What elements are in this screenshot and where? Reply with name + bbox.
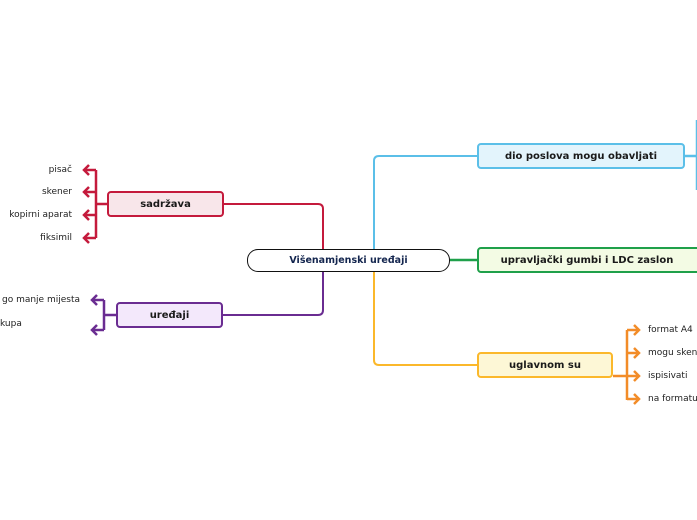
link-uredaji-trunk [102,300,116,330]
uredaji-arrows [90,294,104,336]
link-dio-poslova-trunk [685,120,697,190]
leaf-ispisivati[interactable]: ispisivati [648,371,688,381]
topic-uredaji-label: uređaji [149,309,190,321]
topic-uglavnom[interactable]: uglavnom su [477,352,613,378]
link-sadrzava-trunk [94,170,107,238]
uglavnom-arrows [627,324,641,405]
arrow-kupa [90,324,104,336]
central-topic-label: Višenamjenski uređaji [289,255,408,266]
arrow-format-a4 [627,324,641,336]
arrow-mogu-sken [627,347,641,359]
leaf-format-a4[interactable]: format A4 [648,325,693,335]
topic-dio-poslova-label: dio poslova mogu obavljati [504,150,658,162]
topic-sadrzava[interactable]: sadržava [107,191,224,217]
link-central-sadrzava [224,203,324,250]
arrow-mijesta [90,294,104,306]
arrow-pisac [82,164,96,176]
link-central-dio-poslova [373,155,477,250]
sadrzava-arrows [82,164,96,244]
leaf-manje-mijesta[interactable]: go manje mijesta [1,295,80,305]
link-uglavnom-trunk [613,330,629,400]
leaf-pisac[interactable]: pisač [48,165,72,175]
link-central-uredaji [223,271,324,316]
leaf-kupa[interactable]: kupa [0,319,22,329]
topic-upravljacki[interactable]: upravljački gumbi i LDC zaslon [477,247,697,273]
leaf-na-formatu[interactable]: na formatu [648,394,697,404]
central-topic[interactable]: Višenamjenski uređaji [247,249,450,272]
topic-uredaji[interactable]: uređaji [116,302,223,328]
leaf-mogu-sken[interactable]: mogu sken [648,348,697,358]
arrow-ispisivati [627,370,641,382]
topic-upravljacki-label: upravljački gumbi i LDC zaslon [500,254,674,266]
arrow-fiksimil [82,232,96,244]
link-central-uglavnom [373,271,477,366]
leaf-kopirni-aparat[interactable]: kopirni aparat [9,210,72,220]
topic-dio-poslova[interactable]: dio poslova mogu obavljati [477,143,685,169]
leaf-fiksimil[interactable]: fiksimil [40,233,72,243]
arrow-kopirni [82,209,96,221]
arrow-na-formatu [627,393,641,405]
topic-uglavnom-label: uglavnom su [509,359,581,371]
leaf-skener[interactable]: skener [41,187,72,197]
arrow-skener [82,186,96,198]
topic-sadrzava-label: sadržava [140,198,191,210]
